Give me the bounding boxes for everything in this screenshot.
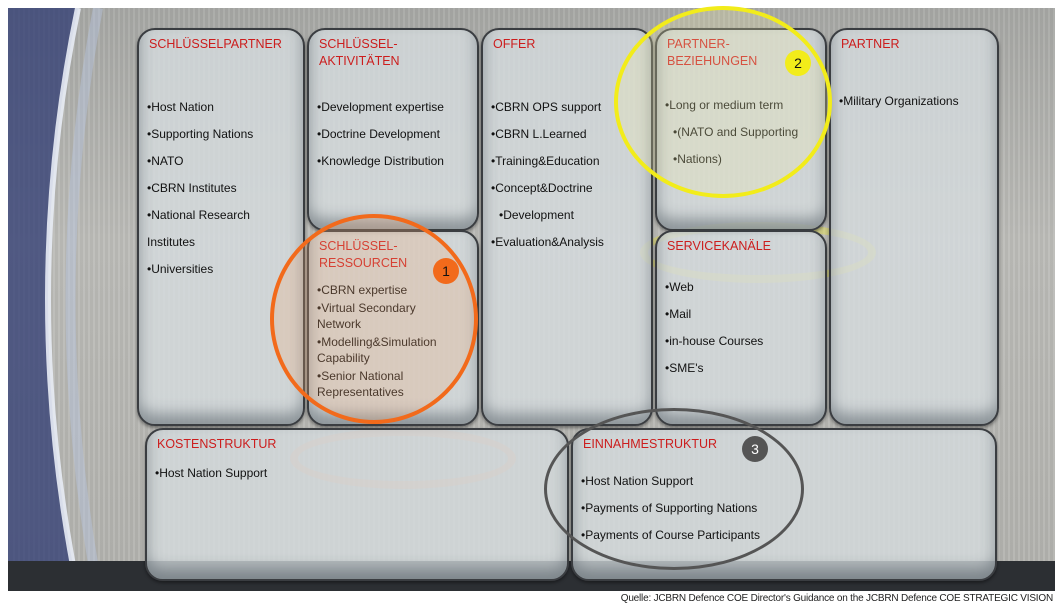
relationships-title: PARTNER- BEZIEHUNGEN bbox=[667, 37, 758, 68]
panel-key-partners: SCHLÜSSELPARTNER Host Nation Supporting … bbox=[137, 28, 305, 426]
list-item: Military Organizations bbox=[839, 88, 958, 115]
list-item: Development bbox=[491, 202, 604, 229]
list-item: Payments of Course Participants bbox=[581, 522, 760, 549]
marker-3-badge: 3 bbox=[742, 436, 768, 462]
panel-revenue-streams: EINNAHMESTRUKTUR Host Nation Support Pay… bbox=[571, 428, 997, 581]
list-item: Institutes bbox=[147, 235, 196, 249]
list-item: Universities bbox=[147, 256, 253, 283]
list-item: CBRN expertise bbox=[317, 282, 437, 298]
cost-structure-title: KOSTENSTRUKTUR bbox=[157, 437, 277, 451]
list-item: Training&Education bbox=[491, 148, 604, 175]
offer-list: CBRN OPS support CBRN L.Learned Training… bbox=[491, 94, 604, 256]
list-item: Host Nation bbox=[147, 94, 253, 121]
key-activities-title: SCHLÜSSEL- AKTIVITÄTEN bbox=[319, 37, 400, 68]
list-item: (NATO and Supporting bbox=[665, 119, 798, 146]
list-item: CBRN Institutes bbox=[147, 175, 253, 202]
list-item: Modelling&Simulation Capability bbox=[317, 334, 437, 366]
list-item: National Research bbox=[147, 202, 253, 229]
list-item: CBRN OPS support bbox=[491, 94, 604, 121]
partner-title: PARTNER bbox=[841, 37, 900, 51]
list-item: Long or medium term bbox=[665, 92, 798, 119]
list-item: Host Nation Support bbox=[155, 460, 267, 487]
list-item: Payments of Supporting Nations bbox=[581, 495, 760, 522]
key-partners-title: SCHLÜSSELPARTNER bbox=[149, 37, 282, 51]
panel-partner: PARTNER Military Organizations bbox=[829, 28, 999, 426]
list-item: in-house Courses bbox=[665, 328, 763, 355]
offer-title: OFFER bbox=[493, 37, 536, 51]
key-activities-list: Development expertise Doctrine Developme… bbox=[317, 94, 444, 175]
list-item: Concept&Doctrine bbox=[491, 175, 604, 202]
key-resources-title: SCHLÜSSEL- RESSOURCEN bbox=[319, 239, 408, 270]
list-item: Evaluation&Analysis bbox=[491, 229, 604, 256]
list-item: NATO bbox=[147, 148, 253, 175]
channels-title: SERVICEKANÄLE bbox=[667, 239, 771, 253]
list-item: Web bbox=[665, 274, 763, 301]
key-partners-list: Host Nation Supporting Nations NATO CBRN… bbox=[147, 94, 253, 283]
list-item: Supporting Nations bbox=[147, 121, 253, 148]
list-item: Host Nation Support bbox=[581, 468, 760, 495]
list-item: Virtual Secondary Network bbox=[317, 300, 437, 332]
marker-1-badge: 1 bbox=[433, 258, 459, 284]
list-item: Development expertise bbox=[317, 94, 444, 121]
cost-structure-list: Host Nation Support bbox=[155, 460, 267, 487]
list-item: Mail bbox=[665, 301, 763, 328]
list-item: SME's bbox=[665, 355, 763, 382]
list-item: Doctrine Development bbox=[317, 121, 444, 148]
source-citation: Quelle: JCBRN Defence COE Director's Gui… bbox=[620, 593, 1053, 604]
channels-list: Web Mail in-house Courses SME's bbox=[665, 274, 763, 382]
list-item: Senior National Representatives bbox=[317, 368, 437, 400]
revenue-streams-title: EINNAHMESTRUKTUR bbox=[583, 437, 718, 451]
marker-2-badge: 2 bbox=[785, 50, 811, 76]
panel-channels: SERVICEKANÄLE Web Mail in-house Courses … bbox=[655, 230, 827, 426]
relationships-list: Long or medium term (NATO and Supporting… bbox=[665, 92, 798, 173]
list-item: Knowledge Distribution bbox=[317, 148, 444, 175]
panel-offer: OFFER CBRN OPS support CBRN L.Learned Tr… bbox=[481, 28, 653, 426]
key-resources-list: CBRN expertise Virtual Secondary Network… bbox=[317, 282, 437, 402]
revenue-streams-list: Host Nation Support Payments of Supporti… bbox=[581, 468, 760, 549]
decorative-blue-arc bbox=[8, 8, 103, 591]
list-item: CBRN L.Learned bbox=[491, 121, 604, 148]
list-item: Nations) bbox=[665, 146, 798, 173]
panel-cost-structure: KOSTENSTRUKTUR Host Nation Support bbox=[145, 428, 569, 581]
partner-list: Military Organizations bbox=[839, 88, 958, 115]
panel-key-activities: SCHLÜSSEL- AKTIVITÄTEN Development exper… bbox=[307, 28, 479, 231]
